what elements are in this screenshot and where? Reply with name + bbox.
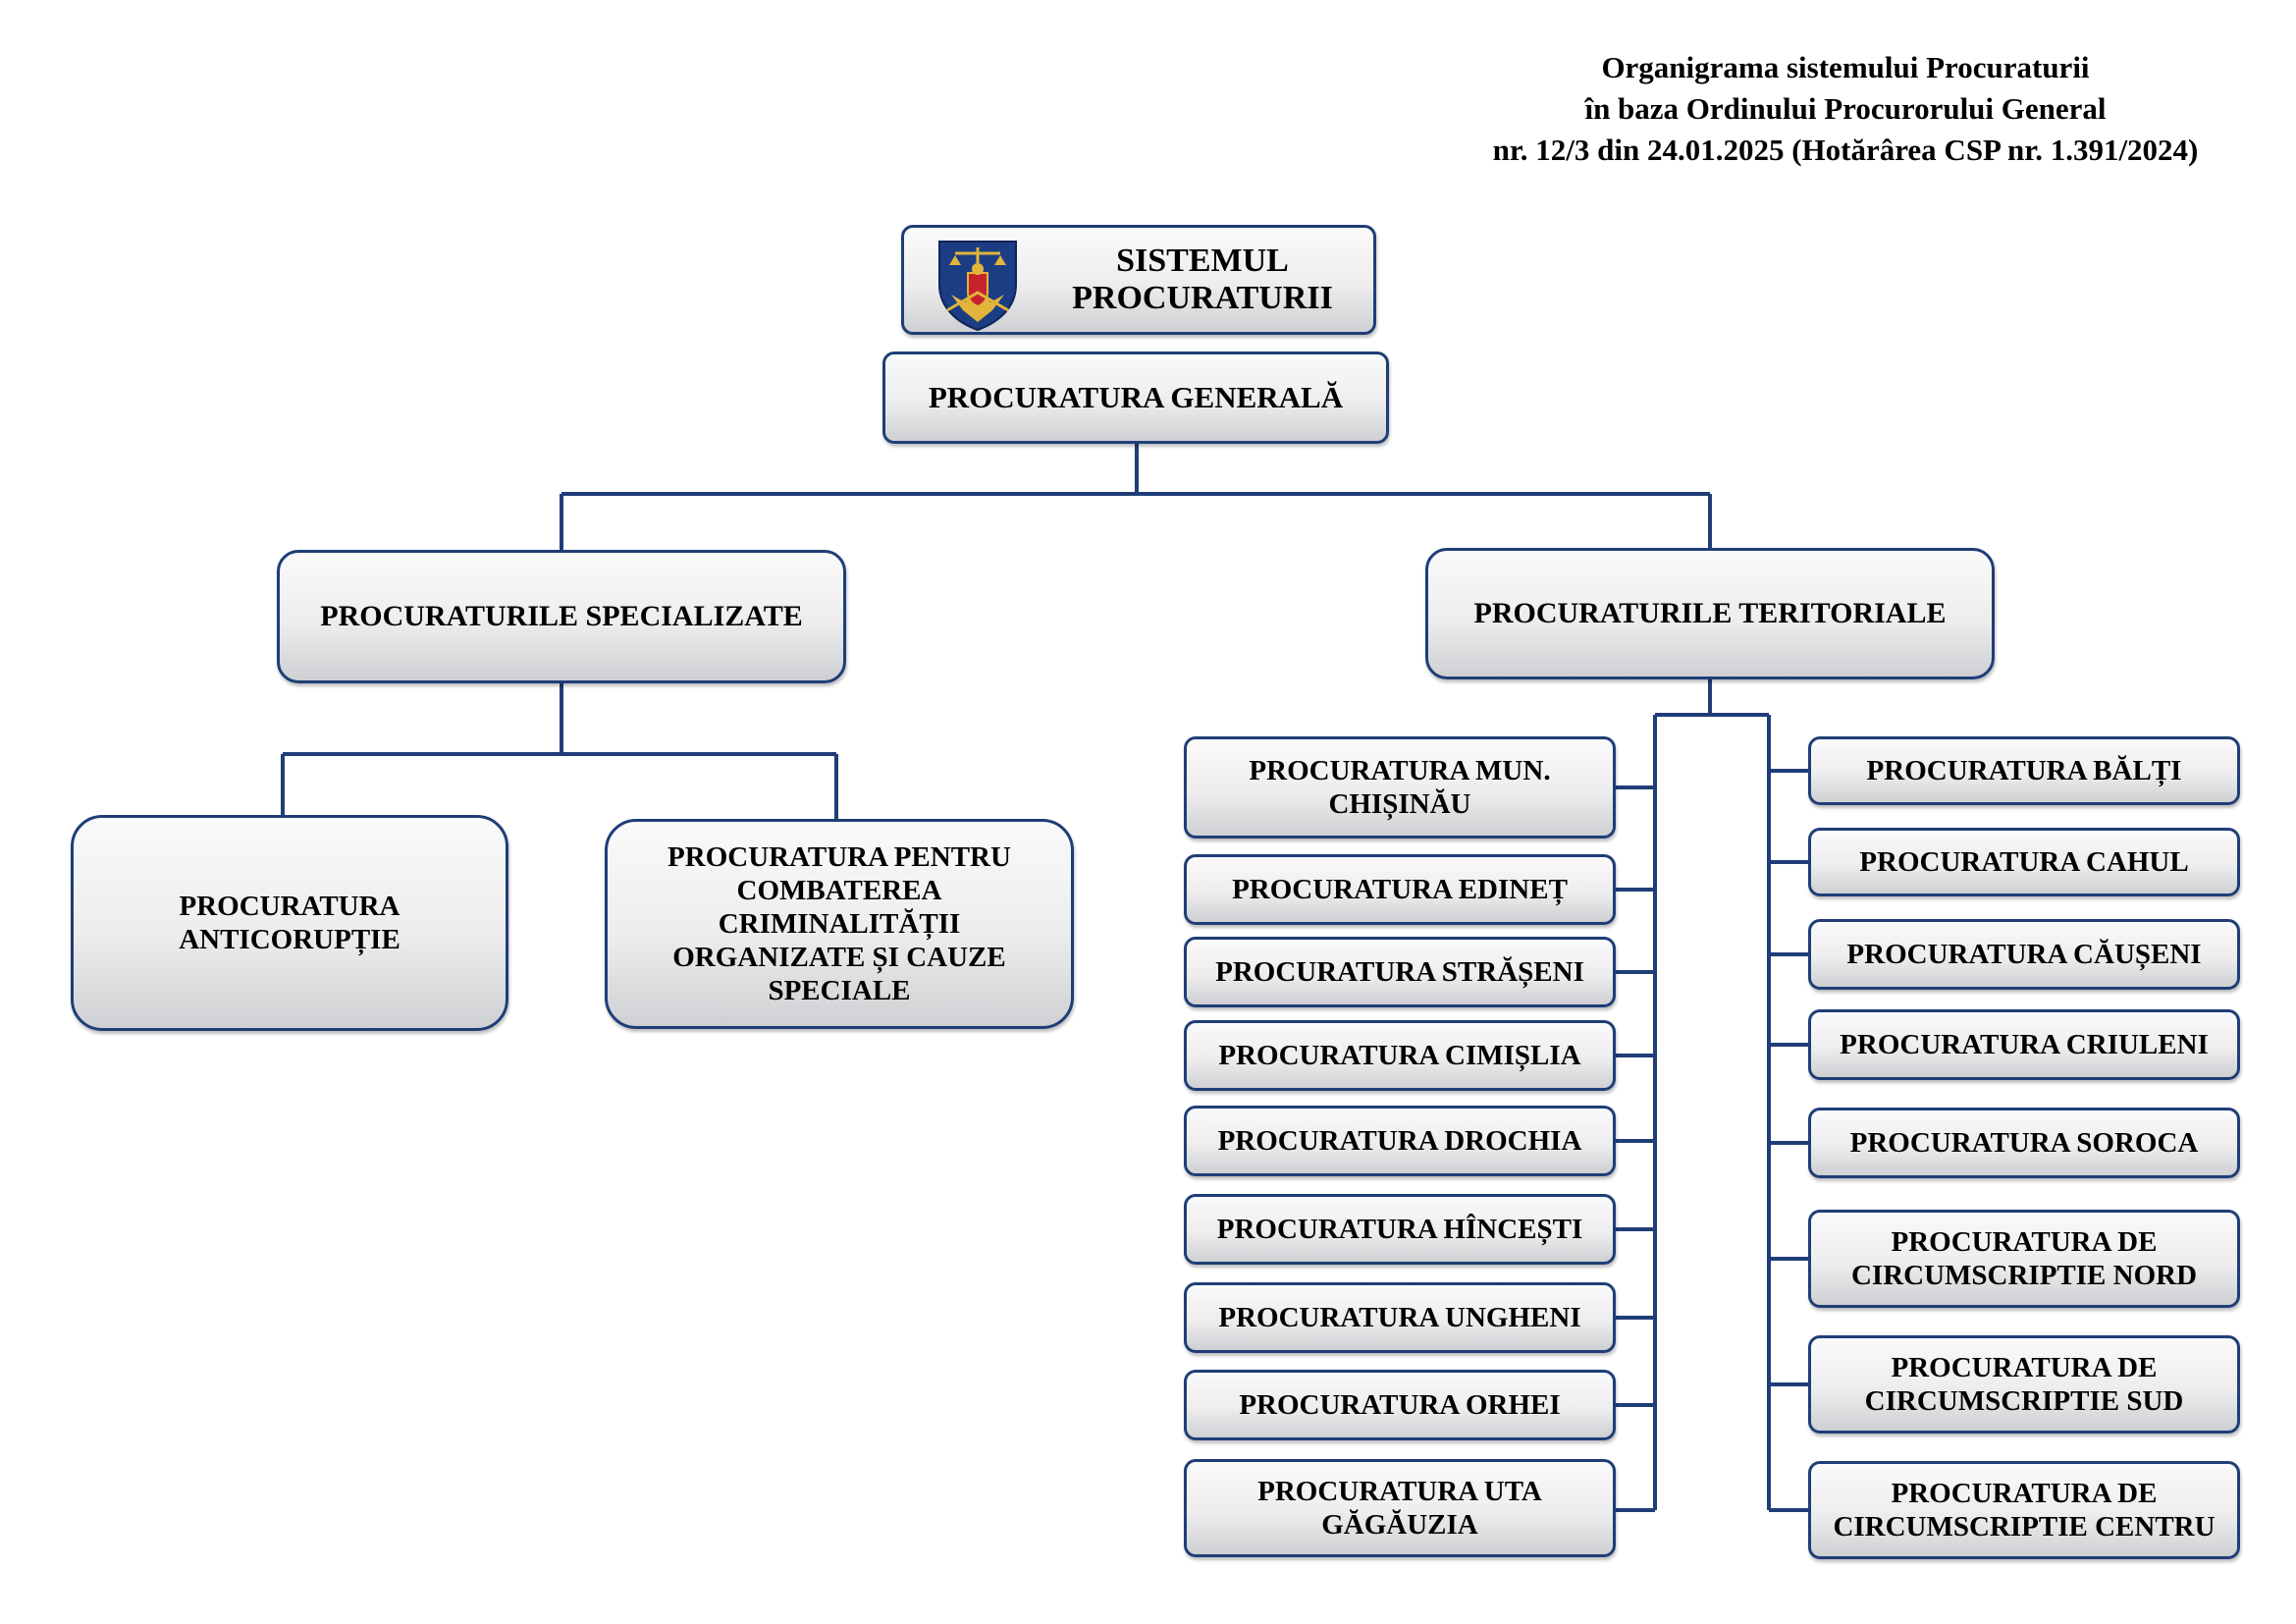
title-line-1: Organigrama sistemului Procuraturii	[1601, 50, 2090, 84]
node-label: PROCURATURA CRIULENI	[1840, 1029, 2209, 1060]
node-label: PROCURATURA GENERALĂ	[928, 380, 1344, 414]
node-territorial-left: PROCURATURA ORHEI	[1184, 1370, 1616, 1440]
node-label: PROCURATURA DE CIRCUMSCRIPTIE NORD	[1850, 1226, 2198, 1291]
node-label: PROCURATURA SOROCA	[1849, 1127, 2199, 1159]
node-label: PROCURATURA ANTICORUPȚIE	[179, 891, 400, 955]
node-label: PROCURATURA DE CIRCUMSCRIPTIE CENTRU	[1833, 1478, 2216, 1543]
node-territorial-left: PROCURATURA MUN. CHIȘINĂU	[1184, 736, 1616, 839]
node-territorial-right: PROCURATURA SOROCA	[1808, 1108, 2240, 1178]
node-territorial-right: PROCURATURA CĂUȘENI	[1808, 919, 2240, 990]
root-node-sistemul-procuraturii: SISTEMUL PROCURATURII	[901, 225, 1376, 335]
connector-left-ticks	[1616, 785, 1655, 1512]
node-label: PROCURATURA STRĂȘENI	[1215, 956, 1584, 988]
node-territorial-right: PROCURATURA DE CIRCUMSCRIPTIE CENTRU	[1808, 1461, 2240, 1559]
node-label: PROCURATURA ORHEI	[1239, 1389, 1561, 1421]
connector-right-ticks	[1769, 769, 1808, 1512]
node-label: PROCURATURA PENTRU COMBATEREA CRIMINALIT…	[667, 841, 1011, 1006]
node-label: PROCURATURA CAHUL	[1859, 846, 2189, 878]
node-territorial-left: PROCURATURA UNGHENI	[1184, 1282, 1616, 1353]
node-territorial-right: PROCURATURA DE CIRCUMSCRIPTIE SUD	[1808, 1335, 2240, 1434]
node-label: PROCURATURA BĂLȚI	[1866, 755, 2182, 786]
node-procuratura-anticoruptie: PROCURATURA ANTICORUPȚIE	[71, 815, 508, 1031]
node-label: PROCURATURA UTA GĂGĂUZIA	[1257, 1476, 1542, 1541]
node-label: PROCURATURA HÎNCEȘTI	[1216, 1214, 1583, 1245]
node-label: PROCURATURA MUN. CHIȘINĂU	[1249, 755, 1551, 820]
node-territorial-left: PROCURATURA STRĂȘENI	[1184, 937, 1616, 1007]
node-label: PROCURATURA DE CIRCUMSCRIPTIE SUD	[1864, 1352, 2184, 1417]
node-procuraturile-specializate: PROCURATURILE SPECIALIZATE	[277, 550, 846, 683]
connector-specialized-split	[281, 683, 838, 819]
node-territorial-left: PROCURATURA CIMIȘLIA	[1184, 1020, 1616, 1091]
connector-territorial-trunk	[1653, 679, 1771, 1510]
node-procuratura-pccocs: PROCURATURA PENTRU COMBATEREA CRIMINALIT…	[605, 819, 1074, 1029]
node-label: PROCURATURA CIMIȘLIA	[1218, 1040, 1581, 1071]
node-territorial-right: PROCURATURA CAHUL	[1808, 828, 2240, 896]
node-territorial-left: PROCURATURA HÎNCEȘTI	[1184, 1194, 1616, 1265]
node-procuratura-generala: PROCURATURA GENERALĂ	[882, 352, 1389, 444]
node-label: PROCURATURA EDINEȚ	[1232, 874, 1568, 905]
node-territorial-left: PROCURATURA UTA GĂGĂUZIA	[1184, 1459, 1616, 1557]
node-label: PROCURATURA UNGHENI	[1218, 1302, 1581, 1333]
node-label: PROCURATURILE SPECIALIZATE	[320, 600, 803, 632]
node-label: PROCURATURILE TERITORIALE	[1473, 597, 1947, 629]
node-procuraturile-teritoriale: PROCURATURILE TERITORIALE	[1425, 548, 1995, 679]
node-territorial-right: PROCURATURA BĂLȚI	[1808, 736, 2240, 805]
title-line-3: nr. 12/3 din 24.01.2025 (Hotărârea CSP n…	[1492, 133, 2199, 167]
root-node-label: SISTEMUL PROCURATURII	[1072, 243, 1333, 316]
chart-title: Organigrama sistemului Procuraturii în b…	[1394, 47, 2296, 171]
node-label: PROCURATURA DROCHIA	[1217, 1125, 1582, 1157]
connector-general-split	[560, 444, 1712, 550]
node-territorial-left: PROCURATURA DROCHIA	[1184, 1106, 1616, 1176]
node-label: PROCURATURA CĂUȘENI	[1846, 939, 2202, 970]
node-territorial-left: PROCURATURA EDINEȚ	[1184, 854, 1616, 925]
title-line-2: în baza Ordinului Procurorului General	[1584, 91, 2107, 126]
coat-of-arms-icon	[938, 241, 1017, 332]
node-territorial-right: PROCURATURA CRIULENI	[1808, 1009, 2240, 1080]
node-territorial-right: PROCURATURA DE CIRCUMSCRIPTIE NORD	[1808, 1210, 2240, 1308]
